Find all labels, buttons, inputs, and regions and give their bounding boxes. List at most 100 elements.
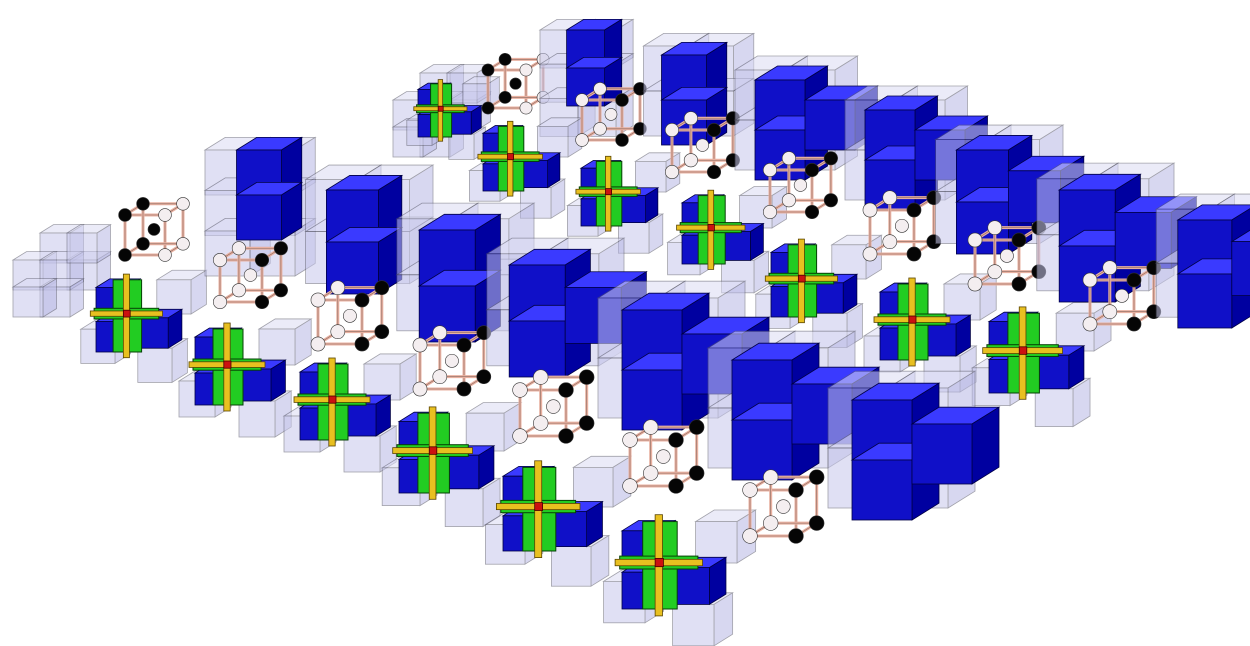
white-node [575, 133, 589, 147]
black-node [1011, 276, 1027, 292]
solid-cube [342, 394, 392, 437]
black-node [498, 52, 512, 66]
red-core [654, 558, 664, 568]
solid-cube [550, 500, 604, 548]
atom-lattice [862, 190, 942, 262]
panel-cluster [282, 353, 418, 473]
center-node [1115, 288, 1129, 303]
black-node [615, 93, 629, 107]
black-node [615, 133, 629, 147]
ghost-cube [634, 152, 682, 193]
white-node [519, 101, 533, 115]
black-node [374, 324, 390, 340]
atom-lattice [310, 280, 390, 352]
black-node [689, 419, 705, 435]
black-node [1011, 232, 1027, 248]
ghost-cube [11, 277, 58, 318]
black-node [136, 197, 150, 211]
white-node [533, 415, 549, 431]
white-node [212, 252, 228, 268]
ghost-cube [65, 223, 112, 264]
atom-lattice [212, 241, 288, 310]
black-node [481, 101, 495, 115]
white-node [882, 190, 898, 206]
black-node [906, 246, 922, 262]
white-node [432, 325, 448, 341]
atom-lattice [118, 197, 190, 262]
black-node [804, 204, 820, 220]
white-node [967, 232, 983, 248]
black-node [136, 237, 150, 251]
white-node [212, 294, 228, 310]
solid-cube [1230, 229, 1250, 297]
white-node [763, 469, 779, 485]
red-core [328, 395, 337, 404]
red-core [908, 315, 917, 324]
black-node [118, 208, 132, 222]
red-core [223, 360, 232, 369]
solid-cube [565, 18, 624, 69]
solid-cube [235, 181, 304, 241]
white-node [987, 220, 1003, 236]
white-node [533, 369, 549, 385]
panel-cluster [380, 401, 523, 528]
black-node [254, 294, 270, 310]
black-node [809, 515, 825, 531]
ghost-cube [155, 269, 208, 315]
block-stack [934, 124, 1086, 255]
white-node [330, 324, 346, 340]
solid-cube [910, 406, 1001, 485]
white-node [742, 528, 758, 544]
block-stack [826, 370, 1001, 521]
panel-cluster [566, 152, 682, 254]
white-node [643, 419, 659, 435]
white-node [593, 82, 607, 96]
white-node [575, 93, 589, 107]
black-node [254, 252, 270, 268]
white-node [158, 248, 172, 262]
black-node [579, 369, 595, 385]
white-node [683, 111, 698, 126]
black-node [273, 241, 288, 256]
black-node [804, 162, 820, 178]
white-node [176, 197, 190, 211]
white-node [310, 336, 326, 352]
center-node [604, 108, 618, 121]
black-node [668, 432, 684, 448]
red-core [428, 446, 438, 455]
center-node [793, 178, 808, 192]
center-node [546, 399, 561, 414]
center-node [1000, 248, 1014, 263]
ghost-cube [136, 337, 189, 384]
white-node [176, 237, 190, 251]
atom-lattice [742, 469, 825, 544]
black-node [706, 164, 722, 180]
atom-lattice [664, 111, 740, 180]
panel-cluster [79, 269, 208, 384]
atom-lattice [1082, 260, 1162, 332]
white-node [664, 164, 680, 180]
solid-cube [237, 359, 287, 402]
white-node [1082, 272, 1098, 288]
center-node [895, 218, 909, 233]
panel-cluster [970, 301, 1113, 428]
black-node [1126, 272, 1142, 288]
black-node [481, 63, 495, 77]
center-node [243, 268, 258, 282]
ghost-cube [362, 353, 418, 401]
white-node [762, 204, 778, 220]
black-node [1126, 316, 1142, 332]
black-node [118, 248, 132, 262]
black-node [456, 381, 472, 397]
white-node [664, 122, 680, 138]
ghost-cluster [11, 223, 112, 318]
white-node [330, 280, 346, 296]
white-node [519, 63, 533, 77]
ghost-cube [536, 117, 584, 158]
white-node [622, 478, 638, 494]
white-node [882, 234, 898, 250]
white-node [158, 208, 172, 222]
black-node [788, 482, 804, 498]
white-node [762, 162, 778, 178]
white-node [763, 515, 779, 531]
